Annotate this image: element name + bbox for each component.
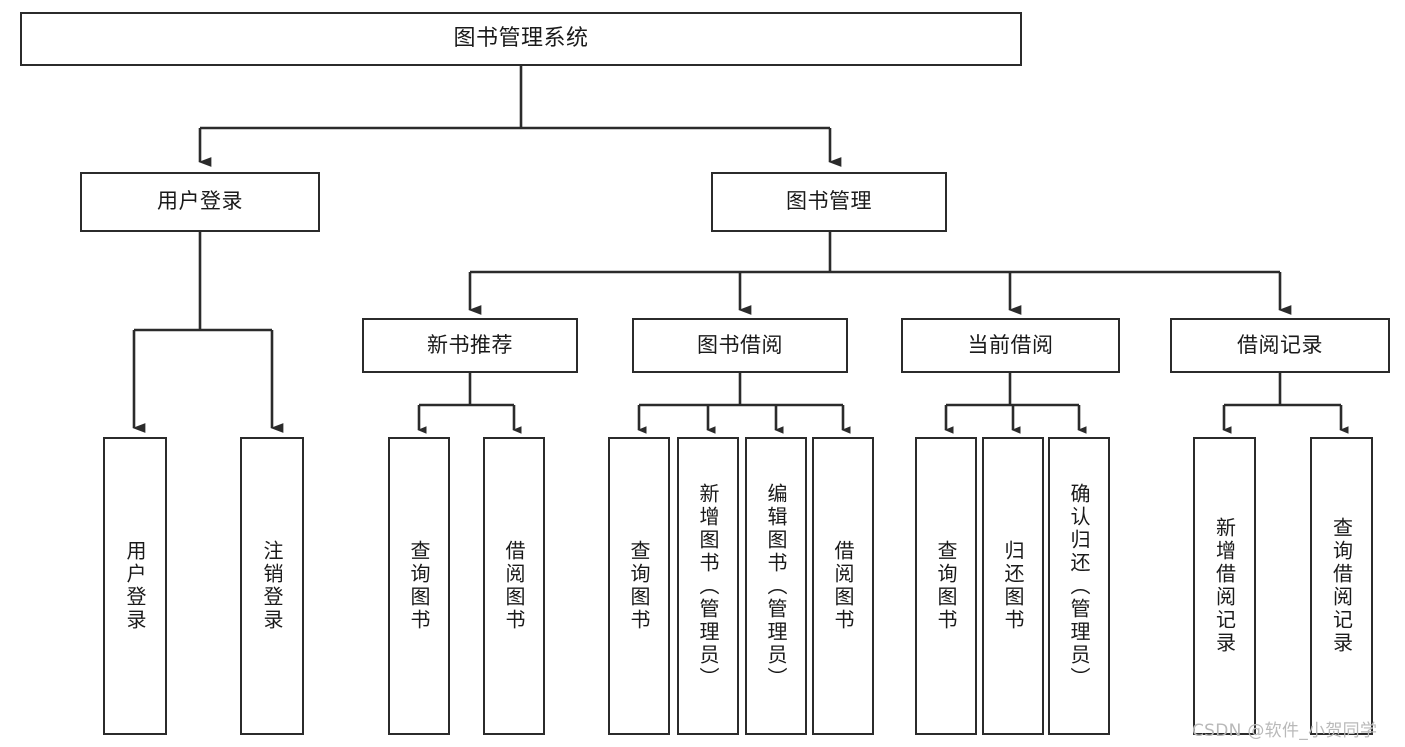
leaf-confirm-return-admin[interactable]: 确认归还（管理员） [1048, 437, 1110, 735]
node-label: 借阅记录 [1237, 332, 1323, 357]
leaf-borrow-books-newbook[interactable]: 借阅图书 [483, 437, 545, 735]
node-book-borrowing[interactable]: 图书借阅 [632, 318, 848, 373]
node-label: 图书管理 [786, 189, 872, 214]
leaf-query-books-newbook[interactable]: 查询图书 [388, 437, 450, 735]
node-label: 图书借阅 [697, 332, 783, 357]
node-borrowing-records[interactable]: 借阅记录 [1170, 318, 1390, 373]
node-label: 借阅图书 [502, 540, 526, 632]
leaf-query-books-current[interactable]: 查询图书 [915, 437, 977, 735]
node-book-management-system[interactable]: 图书管理系统 [20, 12, 1022, 66]
node-label: 编辑图书（管理员） [764, 482, 788, 690]
node-label: 借阅图书 [831, 540, 855, 632]
node-label: 图书管理系统 [453, 25, 589, 51]
leaf-add-book-admin[interactable]: 新增图书（管理员） [677, 437, 739, 735]
node-label: 当前借阅 [967, 332, 1054, 357]
node-label: 查询图书 [407, 540, 431, 632]
node-label: 确认归还（管理员） [1067, 482, 1091, 690]
node-label: 新书推荐 [427, 332, 513, 357]
leaf-user-login[interactable]: 用户登录 [103, 437, 167, 735]
leaf-add-borrow-record[interactable]: 新增借阅记录 [1193, 437, 1256, 735]
leaf-borrow-books[interactable]: 借阅图书 [812, 437, 874, 735]
leaf-logout[interactable]: 注销登录 [240, 437, 304, 735]
node-label: 查询图书 [627, 540, 651, 632]
node-user-login[interactable]: 用户登录 [80, 172, 320, 232]
leaf-query-books-borrow[interactable]: 查询图书 [608, 437, 670, 735]
node-label: 查询借阅记录 [1329, 517, 1354, 655]
leaf-edit-book-admin[interactable]: 编辑图书（管理员） [745, 437, 807, 735]
node-label: 新增图书（管理员） [696, 482, 720, 690]
node-label: 注销登录 [260, 540, 284, 632]
node-book-management[interactable]: 图书管理 [711, 172, 947, 232]
node-label: 用户登录 [123, 540, 147, 632]
node-new-book-recommendation[interactable]: 新书推荐 [362, 318, 578, 373]
node-label: 查询图书 [934, 540, 958, 632]
node-label: 新增借阅记录 [1212, 517, 1237, 655]
leaf-query-borrow-record[interactable]: 查询借阅记录 [1310, 437, 1373, 735]
node-current-borrowing[interactable]: 当前借阅 [901, 318, 1120, 373]
node-label: 用户登录 [157, 189, 243, 214]
csdn-watermark: CSDN @软件_小贺同学 [1192, 721, 1378, 741]
node-label: 归还图书 [1001, 540, 1025, 632]
leaf-return-books[interactable]: 归还图书 [982, 437, 1044, 735]
